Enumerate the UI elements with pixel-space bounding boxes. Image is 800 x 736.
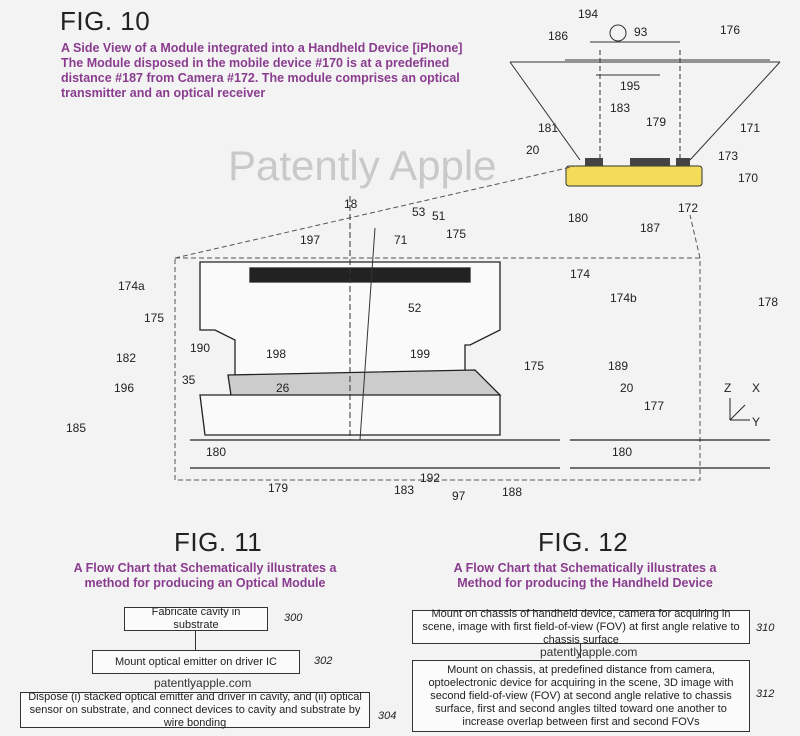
label: 51: [432, 209, 446, 223]
label: 192: [420, 471, 440, 485]
reference-labels: 194 93 176 186 195 183 179 171 181 173 2…: [66, 7, 778, 503]
label: 186: [548, 29, 568, 43]
label: 53: [412, 205, 426, 219]
label: 176: [720, 23, 740, 37]
step-ref: 302: [314, 655, 333, 667]
fig11-title: FIG. 11: [174, 527, 263, 557]
label: 20: [620, 381, 634, 395]
label: 173: [718, 149, 738, 163]
label: 187: [640, 221, 660, 235]
label: 183: [394, 483, 414, 497]
label: 181: [538, 121, 558, 135]
label: Z: [724, 381, 731, 395]
watermark: patentlyapple.com: [540, 645, 638, 659]
label: 20: [526, 143, 540, 157]
label: 97: [452, 489, 466, 503]
step-ref: 304: [378, 710, 397, 722]
label: 35: [182, 373, 196, 387]
label: Y: [752, 415, 760, 429]
fig10-title: FIG. 10: [60, 6, 151, 36]
step-ref: 312: [756, 688, 775, 700]
flow-step-310: Mount on chassis of handheld device, cam…: [412, 608, 750, 646]
label: 171: [740, 121, 760, 135]
label: 174: [570, 267, 590, 281]
flow-step-304: Dispose (i) stacked optical emitter and …: [20, 691, 370, 729]
label: 180: [206, 445, 226, 459]
caption-line: distance #187 from Camera #172. The modu…: [61, 71, 460, 85]
label: 175: [524, 359, 544, 373]
fig12-caption: A Flow Chart that Schematically illustra…: [420, 561, 750, 591]
label: 26: [276, 381, 290, 395]
label: 185: [66, 421, 86, 435]
label: 71: [394, 233, 408, 247]
label: 18: [344, 197, 358, 211]
label: 199: [410, 347, 430, 361]
label: 180: [568, 211, 588, 225]
label: 183: [610, 101, 630, 115]
label: 52: [408, 301, 422, 315]
label: 172: [678, 201, 698, 215]
flow-step-312: Mount on chassis, at predefined distance…: [412, 660, 750, 732]
step-ref: 310: [756, 622, 775, 634]
label: 198: [266, 347, 286, 361]
flow-step-300: Fabricate cavity in substrate: [124, 606, 268, 631]
label: 175: [144, 311, 164, 325]
label: 180: [612, 445, 632, 459]
caption-line: transmitter and an optical receiver: [61, 86, 266, 100]
device-170: [565, 165, 703, 187]
fig10-drawing: Patently Apple 194 93 176 186 195 183 17…: [66, 7, 781, 503]
fig11-caption: A Flow Chart that Schematically illustra…: [40, 561, 370, 591]
label: 177: [644, 399, 664, 413]
label: 179: [268, 481, 288, 495]
label: 194: [578, 7, 598, 21]
label: 175: [446, 227, 466, 241]
label: 197: [300, 233, 320, 247]
label: 179: [646, 115, 666, 129]
watermark: patentlyapple.com: [154, 676, 252, 690]
caption-line: A Flow Chart that Schematically illustra…: [453, 561, 717, 575]
label: 188: [502, 485, 522, 499]
watermark: Patently Apple: [228, 142, 497, 189]
label: X: [752, 381, 760, 395]
label: 190: [190, 341, 210, 355]
label: 195: [620, 79, 640, 93]
label: 178: [758, 295, 778, 309]
caption-line: A Side View of a Module integrated into …: [61, 41, 463, 55]
label: 174a: [118, 279, 145, 293]
fig10-caption: A Side View of a Module integrated into …: [61, 41, 462, 101]
caption-line: A Flow Chart that Schematically illustra…: [73, 561, 337, 575]
flow-step-302: Mount optical emitter on driver IC: [92, 650, 300, 674]
label: 182: [116, 351, 136, 365]
label: 170: [738, 171, 758, 185]
caption-line: Method for producing the Handheld Device: [457, 576, 713, 590]
fig12-title: FIG. 12: [538, 527, 629, 557]
label: 196: [114, 381, 134, 395]
step-ref: 300: [284, 612, 303, 624]
label: 189: [608, 359, 628, 373]
caption-line: The Module disposed in the mobile device…: [61, 56, 450, 70]
caption-line: method for producing an Optical Module: [84, 576, 326, 590]
label: 93: [634, 25, 648, 39]
label: 174b: [610, 291, 637, 305]
